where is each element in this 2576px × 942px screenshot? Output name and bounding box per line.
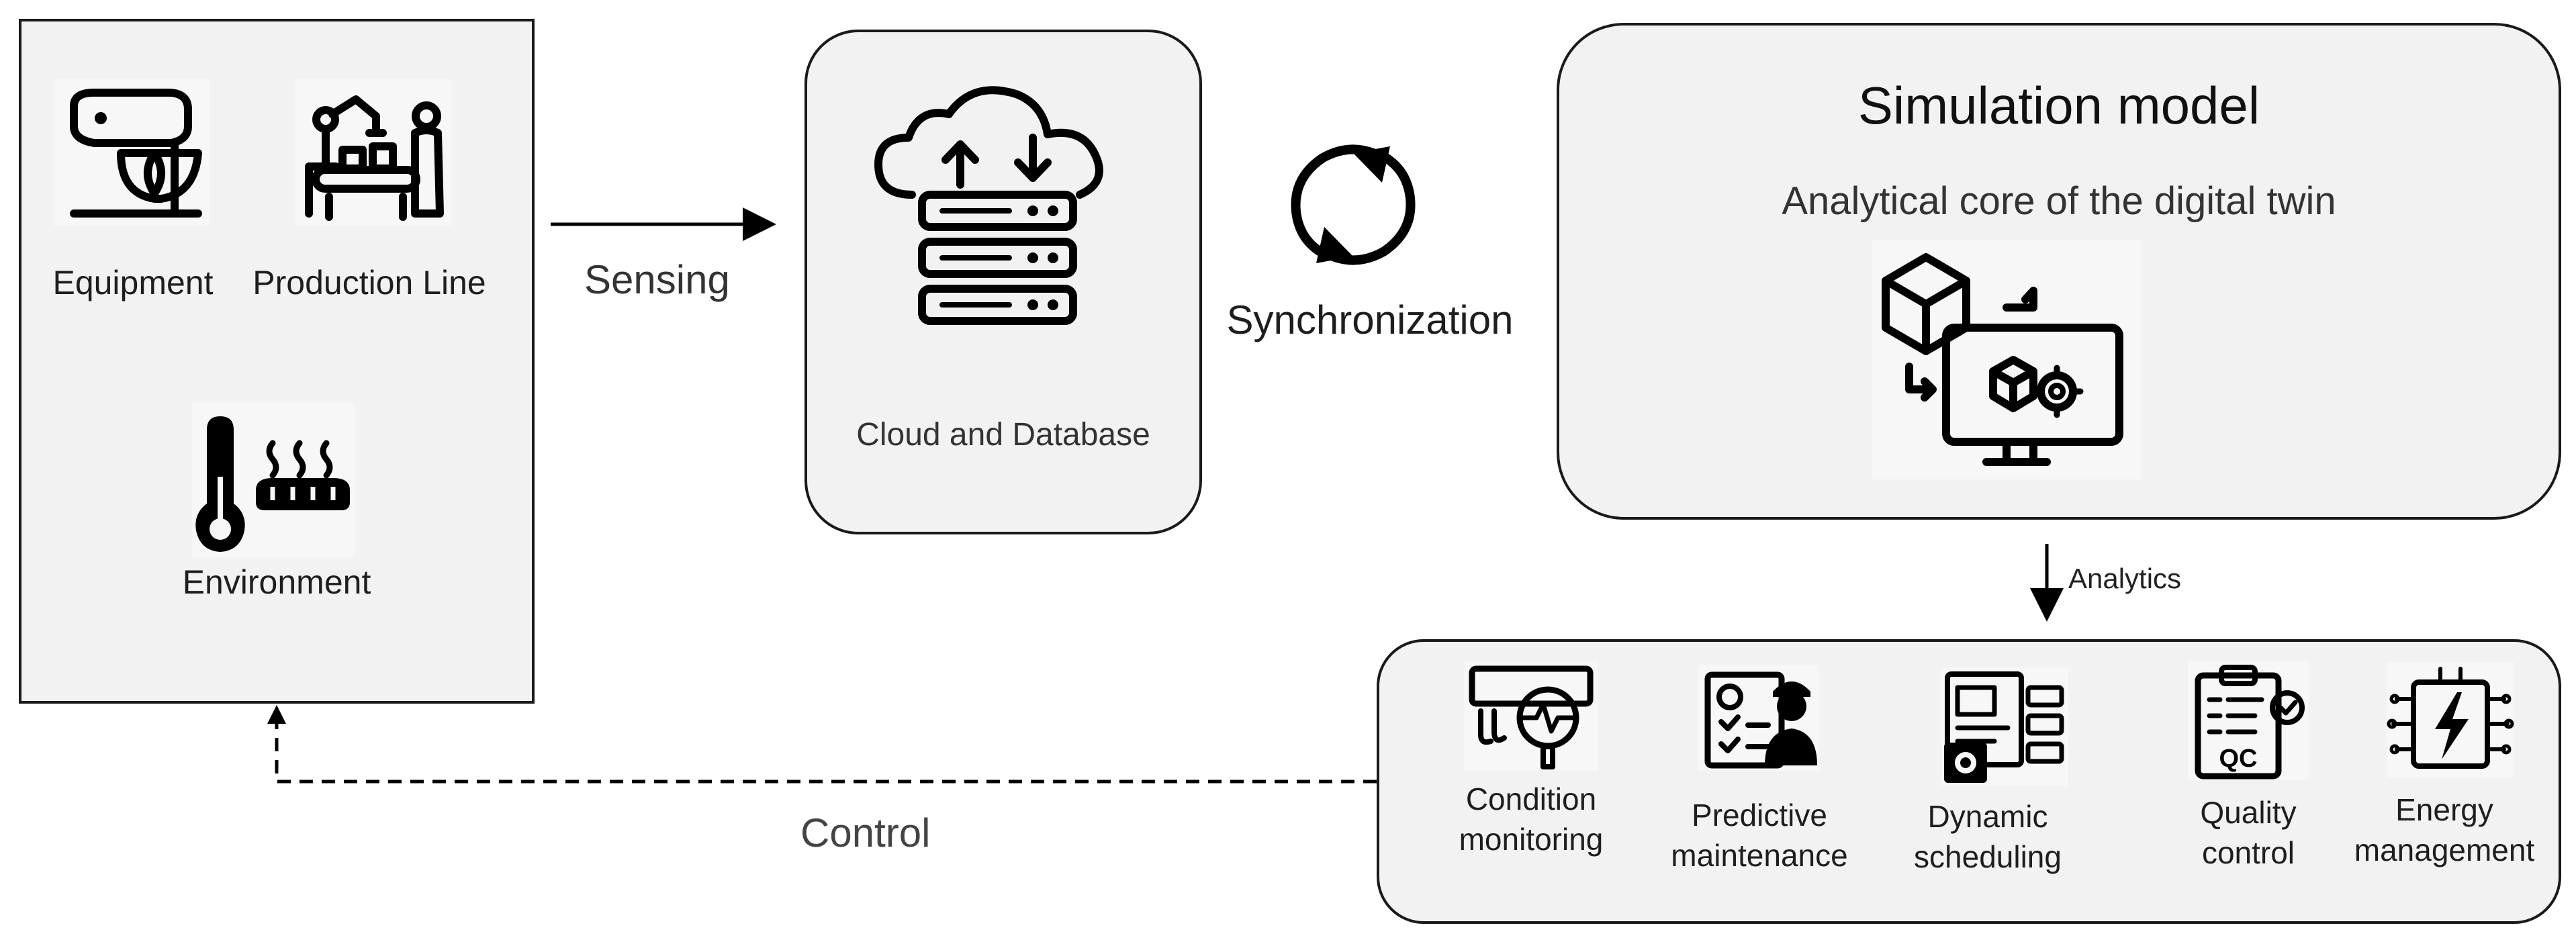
predictive-maintenance-label: Predictive maintenance [1652, 795, 1867, 876]
quality-control-icon: QC [2188, 661, 2309, 780]
production-line-label: Production Line [252, 264, 486, 301]
sensing-label: Sensing [584, 257, 730, 302]
dynamic-scheduling-label: Dynamic scheduling [1887, 796, 2088, 877]
predictive-maintenance-icon [1698, 665, 1819, 771]
control-arrow-head [267, 705, 286, 724]
simulation-model-subtitle: Analytical core of the digital twin [1782, 179, 2336, 223]
thermometer-bread-icon [192, 403, 355, 557]
equipment-label: Equipment [52, 264, 214, 301]
control-feedback-line [275, 718, 1377, 784]
environment-label: Environment [182, 563, 371, 601]
control-label: Control [800, 810, 931, 855]
simulation-model-title: Simulation model [1857, 76, 2260, 135]
quality-control-label: Quality control [2148, 792, 2349, 873]
cloud-database-box [804, 30, 1202, 534]
synchronization-label: Synchronization [1226, 297, 1514, 342]
analytics-label: Analytics [2068, 563, 2182, 594]
synchronization-icon [1283, 134, 1424, 275]
condition-monitoring-icon [1464, 661, 1598, 771]
energy-management-line2: management [2354, 833, 2535, 867]
production-line-icon [295, 79, 451, 226]
dynamic-scheduling-line2: scheduling [1914, 839, 2062, 874]
cloud-database-label: Cloud and Database [856, 417, 1150, 453]
qc-badge-text: QC [2219, 745, 2258, 773]
predictive-maintenance-line1: Predictive [1692, 798, 1827, 833]
condition-monitoring-line1: Condition [1465, 782, 1597, 816]
condition-monitoring-label: Condition monitoring [1424, 779, 1639, 859]
cloud-database-icon [872, 81, 1127, 336]
dynamic-scheduling-icon [1941, 667, 2068, 786]
stand-mixer-icon [54, 79, 210, 226]
condition-monitoring-line2: monitoring [1459, 822, 1604, 857]
energy-management-icon [2387, 662, 2514, 778]
predictive-maintenance-line2: maintenance [1671, 838, 1848, 873]
energy-management-label: Energy management [2330, 790, 2559, 870]
quality-control-line2: control [2201, 835, 2295, 870]
dynamic-scheduling-line1: Dynamic [1927, 799, 2048, 834]
energy-management-line1: Energy [2395, 792, 2493, 827]
quality-control-line1: Quality [2200, 795, 2297, 830]
digital-twin-monitor-icon [1872, 240, 2141, 479]
